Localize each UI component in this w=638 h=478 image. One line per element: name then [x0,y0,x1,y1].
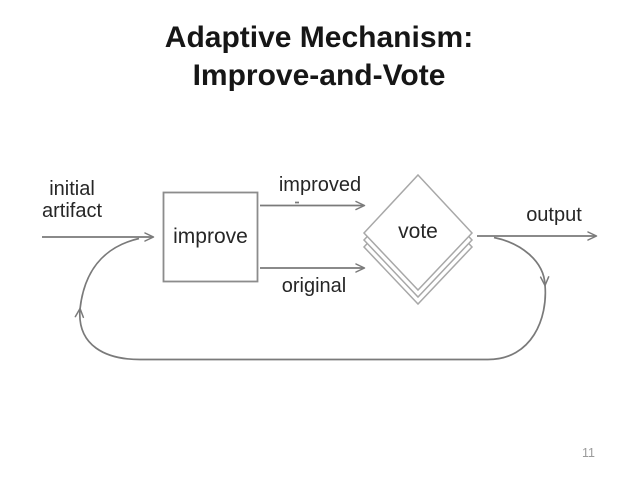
feedback-loop-bottom [74,284,547,361]
vote-label: vote [398,220,438,243]
improve-box [162,191,259,283]
initial-artifact-label: initial artifact [41,178,103,222]
output-label: output [526,204,582,226]
title-line-1: Adaptive Mechanism: [164,21,474,54]
improve-label: improve [173,225,248,248]
title-line-2: Improve-and-Vote [192,59,446,92]
slide-title: Adaptive Mechanism: Improve-and-Vote [0,19,638,95]
feedback-loop-left-ascent [79,237,140,310]
page-number: 11 [582,446,595,460]
improved-label: improved [278,174,362,196]
original-label: original [281,275,347,297]
feedback-loop-right-descent [493,236,550,287]
vote-diamond-stack [362,173,474,306]
vote-diamond-front [362,173,474,292]
